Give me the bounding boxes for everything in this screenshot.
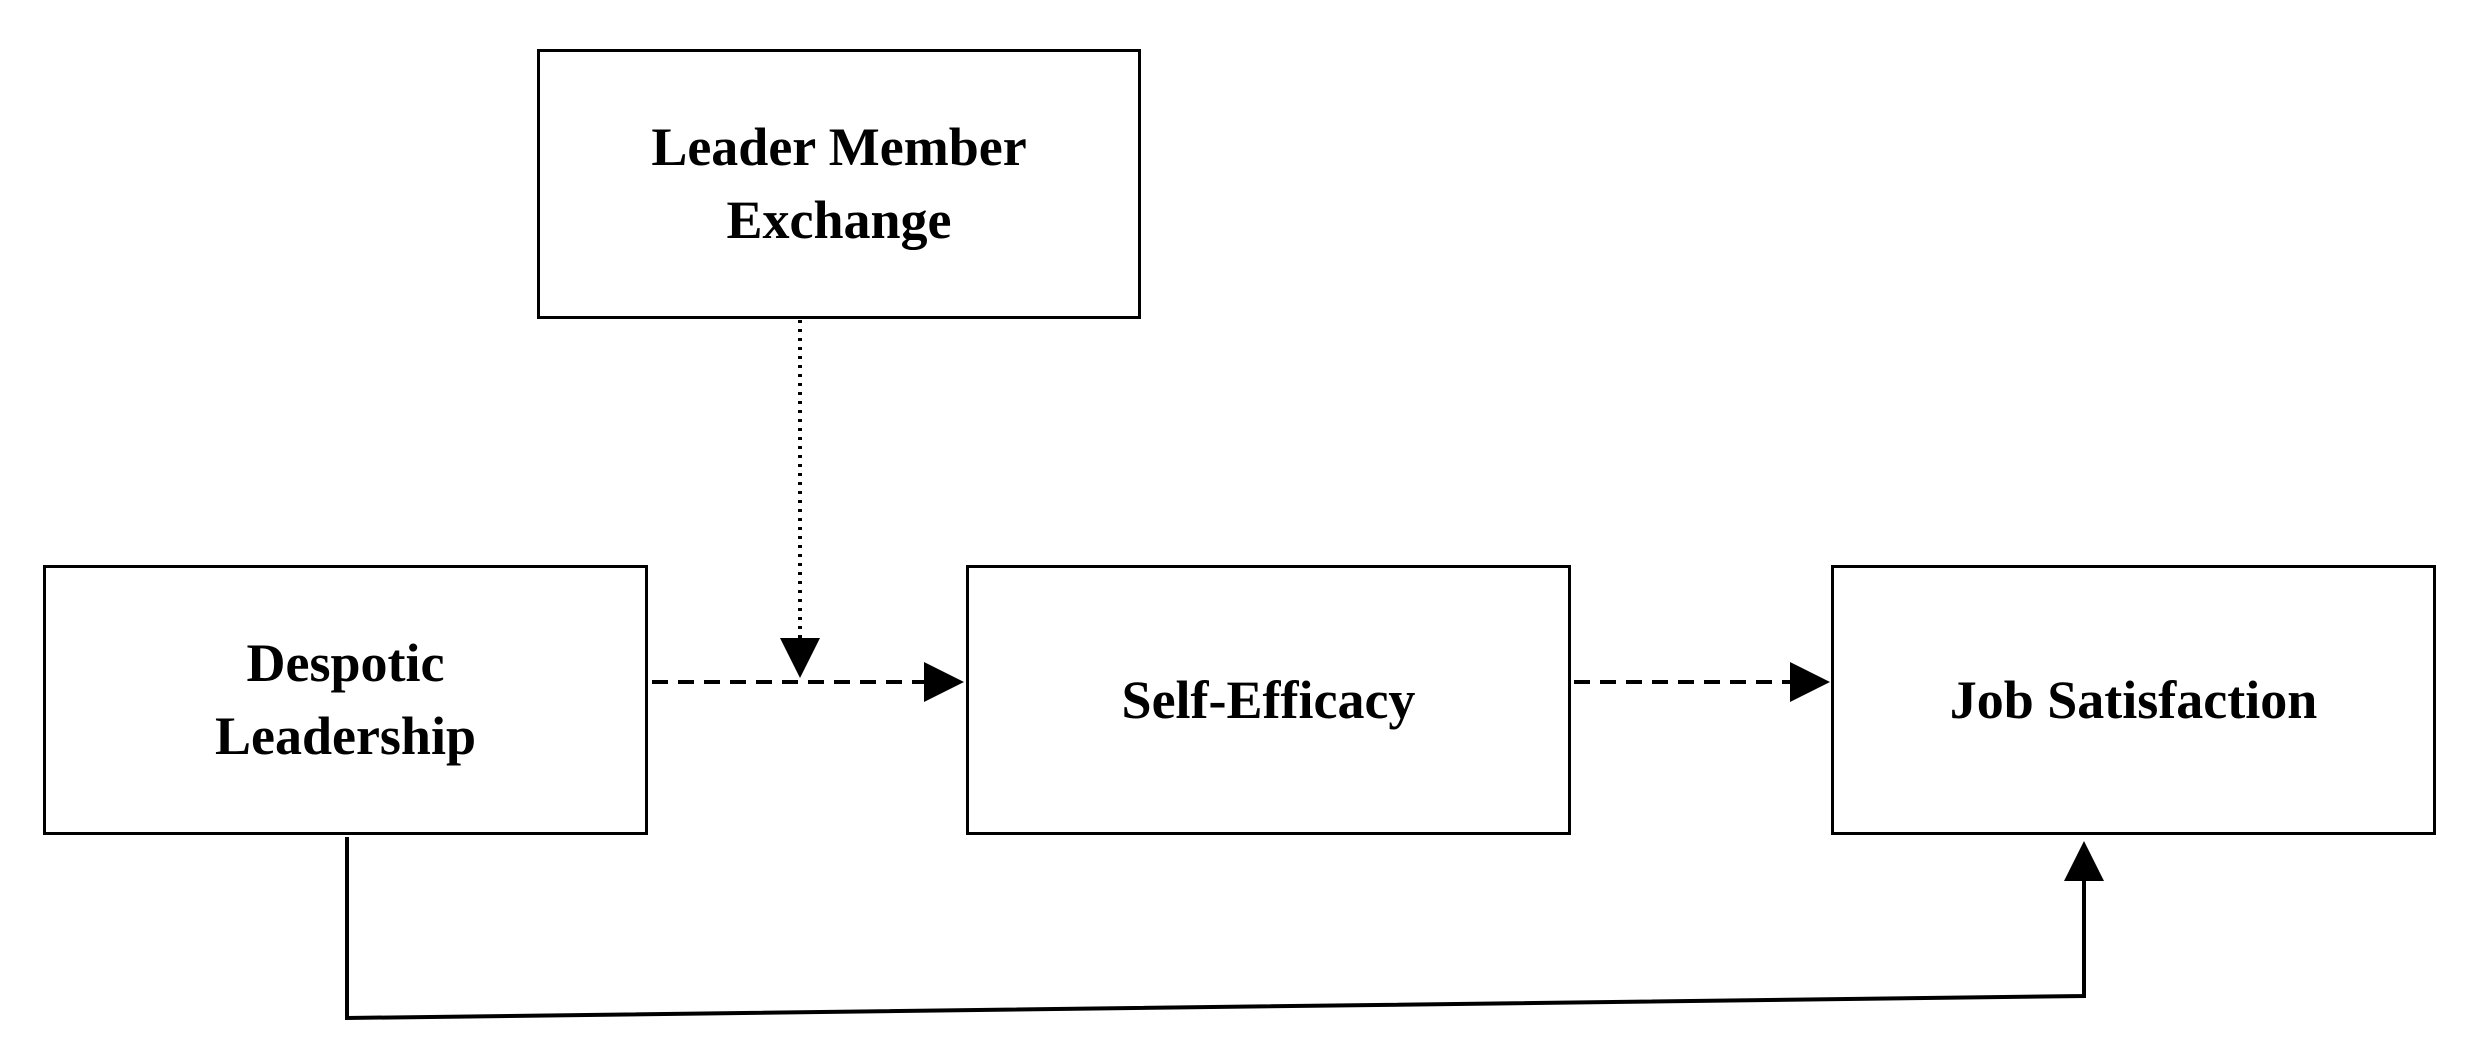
node-self-efficacy: Self-Efficacy — [966, 565, 1571, 835]
node-self-efficacy-label: Self-Efficacy — [1121, 669, 1416, 730]
edge-dl-to-js — [345, 837, 2104, 1021]
node-leader-member-exchange-label: Leader Member Exchange — [651, 117, 1027, 250]
node-job-satisfaction-label: Job Satisfaction — [1949, 669, 2318, 730]
node-despotic-leadership: Despotic Leadership — [43, 565, 648, 835]
node-despotic-leadership-label: Despotic Leadership — [214, 633, 477, 766]
node-job-satisfaction: Job Satisfaction — [1831, 565, 2436, 835]
node-leader-member-exchange: Leader Member Exchange — [537, 49, 1141, 319]
